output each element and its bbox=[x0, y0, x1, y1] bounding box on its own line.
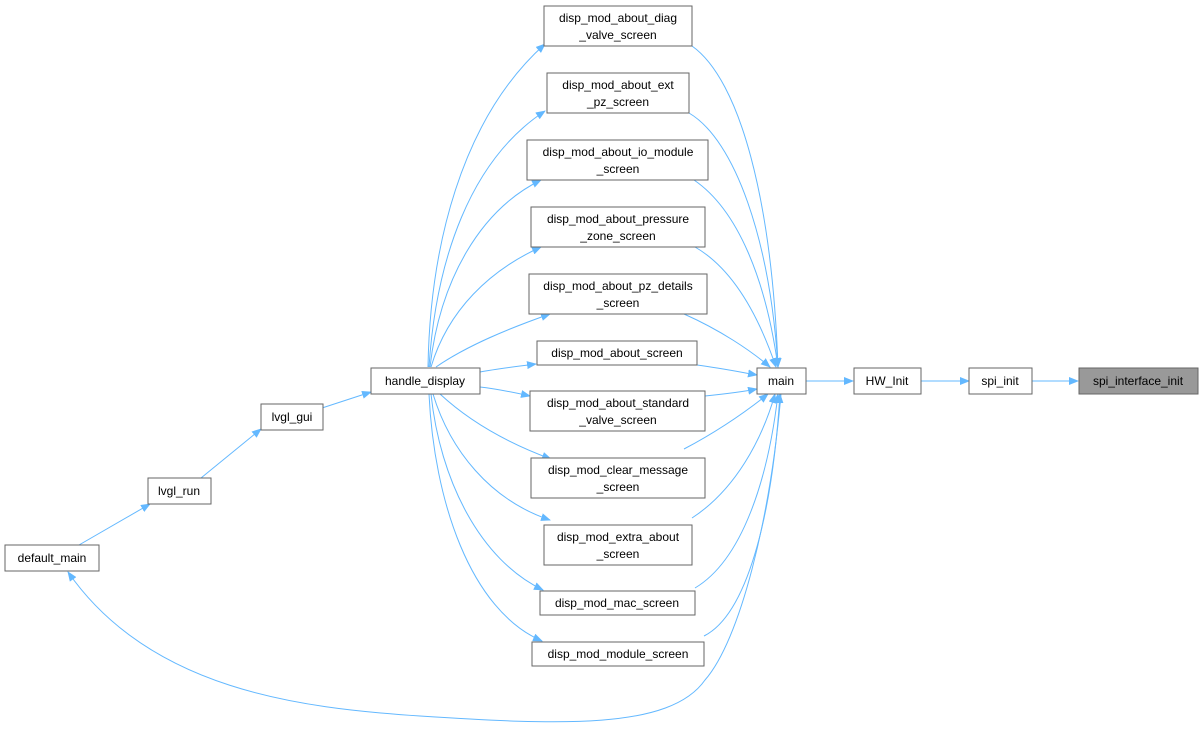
edges-layer bbox=[67, 43, 1079, 723]
node-handle-display[interactable]: handle_display bbox=[370, 367, 481, 395]
edge-lvgl-run-to-lvgl-gui bbox=[200, 428, 262, 479]
edge-pressure-zone-to-main bbox=[694, 246, 777, 368]
edge-default-main-to-main bbox=[67, 393, 782, 723]
node-lvgl-gui[interactable]: lvgl_gui bbox=[260, 403, 324, 431]
node-label-line-1: disp_mod_mac_screen bbox=[555, 596, 679, 610]
node-label-line-2: _screen bbox=[596, 296, 640, 310]
node-label-line-2: _pz_screen bbox=[586, 95, 649, 109]
edge-handle-display-to-standard-valve bbox=[479, 386, 531, 398]
node-spi-init[interactable]: spi_init bbox=[968, 367, 1033, 395]
highlighted-node-box bbox=[1078, 367, 1199, 395]
node-label-line-1: default_main bbox=[18, 551, 87, 565]
edge-handle-display-to-module-screen bbox=[428, 393, 543, 642]
node-label-line-2: _valve_screen bbox=[578, 413, 656, 427]
edge-diag-valve-to-main bbox=[691, 45, 782, 368]
node-main[interactable]: main bbox=[756, 367, 807, 395]
node-disp-mod-about-io-module-screen[interactable]: disp_mod_about_io_module _screen bbox=[526, 139, 709, 181]
node-hw-init[interactable]: HW_Init bbox=[853, 367, 922, 395]
node-disp-mod-mac-screen[interactable]: disp_mod_mac_screen bbox=[539, 590, 696, 616]
node-label-line-1: disp_mod_about_io_module bbox=[543, 145, 694, 159]
node-label-line-1: disp_mod_about_diag bbox=[559, 11, 677, 25]
node-label-line-1: disp_mod_about_pressure bbox=[547, 212, 689, 226]
nodes-layer: disp_mod_about_diag _valve_screen disp_m… bbox=[4, 5, 1199, 667]
node-label-line-1: disp_mod_about_screen bbox=[551, 346, 682, 360]
node-disp-mod-about-diag-valve-screen[interactable]: disp_mod_about_diag _valve_screen bbox=[543, 5, 693, 47]
edge-handle-display-to-extra-about bbox=[432, 393, 551, 521]
node-disp-mod-about-pz-details-screen[interactable]: disp_mod_about_pz_details _screen bbox=[528, 273, 708, 315]
node-disp-mod-about-standard-valve-screen[interactable]: disp_mod_about_standard _valve_screen bbox=[529, 390, 706, 432]
node-label-line-1: handle_display bbox=[385, 374, 465, 388]
node-disp-mod-about-pressure-zone-screen[interactable]: disp_mod_about_pressure _zone_screen bbox=[530, 206, 706, 248]
edge-handle-display-to-pressure-zone bbox=[430, 246, 542, 368]
node-disp-mod-about-screen[interactable]: disp_mod_about_screen bbox=[536, 340, 698, 366]
node-disp-mod-module-screen[interactable]: disp_mod_module_screen bbox=[531, 641, 705, 667]
edge-handle-display-to-ext-pz bbox=[428, 110, 546, 368]
edge-clear-message-to-main bbox=[683, 393, 769, 450]
edge-ext-pz-to-main bbox=[688, 112, 782, 368]
node-label-line-2: _screen bbox=[596, 162, 640, 176]
node-disp-mod-extra-about-screen[interactable]: disp_mod_extra_about _screen bbox=[543, 524, 693, 566]
node-label-line-1: disp_mod_about_ext bbox=[562, 78, 674, 92]
node-label-line-1: disp_mod_module_screen bbox=[548, 647, 689, 661]
edge-handle-display-to-io-module bbox=[429, 179, 542, 368]
node-label-line-1: lvgl_gui bbox=[272, 410, 313, 424]
edge-handle-display-to-diag-valve bbox=[427, 43, 546, 368]
node-label-line-1: spi_interface_init bbox=[1093, 374, 1184, 388]
node-label-line-1: disp_mod_about_standard bbox=[547, 396, 689, 410]
edge-lvgl-gui-to-handle-display bbox=[321, 390, 372, 409]
edge-handle-display-to-mac-screen bbox=[430, 393, 544, 591]
node-label-line-2: _valve_screen bbox=[578, 28, 656, 42]
edge-handle-display-to-clear-message bbox=[439, 393, 552, 460]
node-label-line-1: main bbox=[768, 374, 794, 388]
node-default-main[interactable]: default_main bbox=[4, 544, 100, 572]
edge-pz-details-to-main bbox=[683, 313, 771, 368]
node-label-line-1: disp_mod_about_pz_details bbox=[543, 279, 692, 293]
edge-module-screen-to-main bbox=[703, 393, 784, 637]
edge-standard-valve-to-main bbox=[704, 386, 758, 397]
node-label-line-1: HW_Init bbox=[866, 374, 909, 388]
edge-extra-about-to-main bbox=[691, 393, 777, 519]
node-label-line-2: _screen bbox=[596, 480, 640, 494]
node-lvgl-run[interactable]: lvgl_run bbox=[147, 477, 212, 505]
edge-about-screen-to-main bbox=[696, 364, 758, 378]
node-label-line-1: spi_init bbox=[981, 374, 1019, 388]
node-spi-interface-init[interactable]: spi_interface_init bbox=[1078, 367, 1199, 395]
node-label-line-2: _zone_screen bbox=[579, 229, 655, 243]
node-label-line-1: disp_mod_clear_message bbox=[548, 463, 688, 477]
node-disp-mod-about-ext-pz-screen[interactable]: disp_mod_about_ext _pz_screen bbox=[546, 72, 690, 114]
node-label-line-1: disp_mod_extra_about bbox=[557, 530, 680, 544]
node-label-line-1: lvgl_run bbox=[158, 484, 200, 498]
edge-mac-screen-to-main bbox=[694, 393, 781, 589]
edge-handle-display-to-about-screen bbox=[479, 361, 537, 373]
node-disp-mod-clear-message-screen[interactable]: disp_mod_clear_message _screen bbox=[530, 457, 706, 499]
edge-handle-display-to-pz-details bbox=[435, 313, 551, 368]
edge-default-main-to-lvgl-run bbox=[78, 503, 151, 546]
node-label-line-2: _screen bbox=[596, 547, 640, 561]
edge-io-module-to-main bbox=[693, 179, 781, 368]
